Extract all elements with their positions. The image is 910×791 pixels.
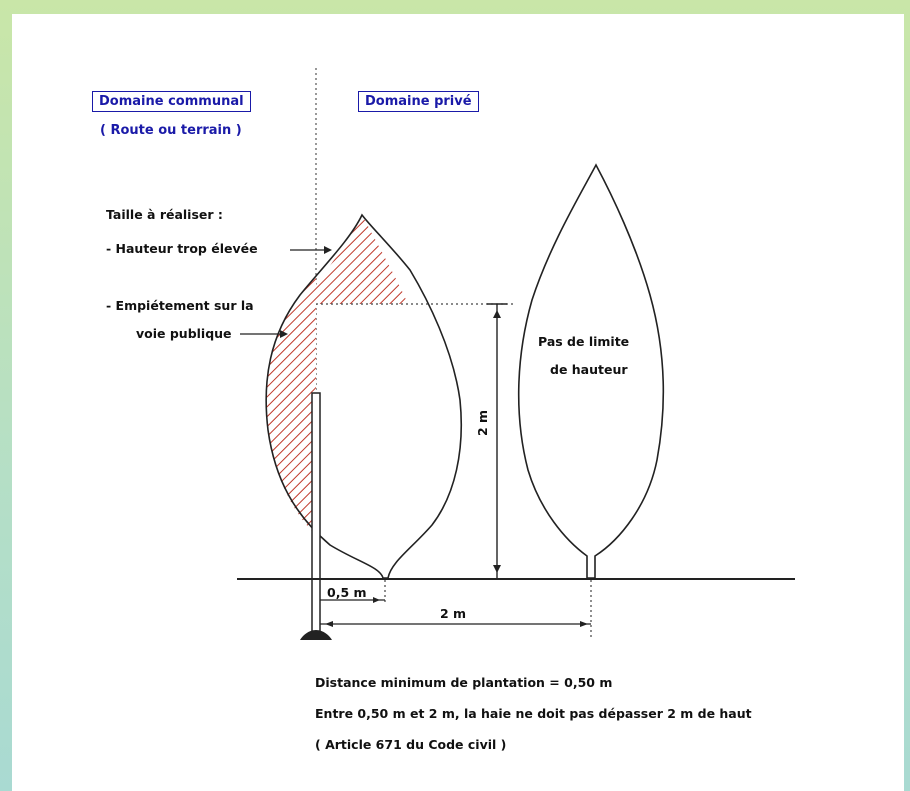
hedge-tree-outline [265,213,463,579]
pas-de-limite-label-line2: de hauteur [550,362,628,377]
empietement-label-line2: voie publique [136,326,232,341]
two-meter-arrow-right [580,621,588,627]
footer-line-1: Distance minimum de plantation = 0,50 m [315,675,613,690]
height-arrow-bottom [493,565,501,573]
tall-tree-outline [517,163,665,579]
two-meter-label: 2 m [440,606,467,621]
half-meter-arrow [373,597,380,603]
hauteur-trop-elevee-label: - Hauteur trop élevée [106,241,258,256]
hatched-encroachment-zone [266,215,316,535]
two-meter-arrow-left [325,621,333,627]
hatched-excess-height-zone [316,215,408,304]
footer-line-2: Entre 0,50 m et 2 m, la haie ne doit pas… [315,706,752,721]
encroachment-annotation-arrowhead [280,330,288,338]
empietement-label-line1: - Empiétement sur la [106,298,254,313]
domaine-prive-label: Domaine privé [358,91,479,112]
height-arrow-top [493,310,501,318]
half-meter-label: 0,5 m [327,585,367,600]
height-annotation-arrowhead [324,246,332,254]
fence-post [311,392,321,634]
route-ou-terrain-label: ( Route ou terrain ) [100,123,242,138]
domaine-communal-label: Domaine communal [92,91,251,112]
footer-line-3: ( Article 671 du Code civil ) [315,737,507,752]
fence-post-base [300,630,332,640]
height-dimension-label: 2 m [475,409,490,436]
diagram-panel [12,14,904,791]
taille-title-label: Taille à réaliser : [106,207,223,222]
pas-de-limite-label-line1: Pas de limite [538,334,630,349]
